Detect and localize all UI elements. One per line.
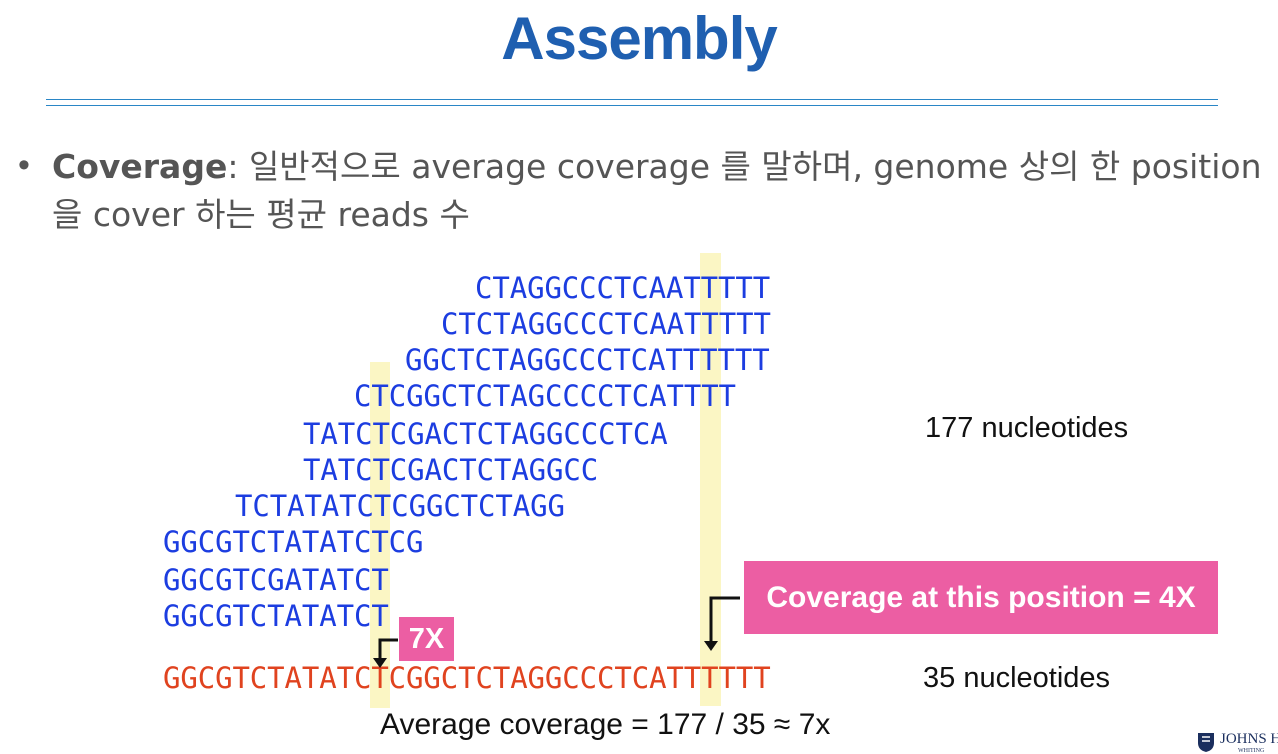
read-9: GGCGTCGATATCT [163,563,389,597]
arrow-7x-line [378,638,398,662]
bullet-paragraph: Coverage: 일반적으로 average coverage 를 말하며, … [52,143,1267,239]
read-1: CTAGGCCCTCAATTTTT [475,271,771,305]
genome-length-label: 35 nucleotides [923,662,1111,694]
highlight-column-right [700,253,721,706]
arrow-7x-head [373,658,387,668]
highlight-column-left [370,362,390,708]
bullet-text-line1: : 일반적으로 average coverage 를 말하며, genome 상… [227,147,1262,186]
average-coverage-formula: Average coverage = 177 / 35 ≈ 7x [380,708,831,741]
read-2: CTCTAGGCCCTCAATTTTT [441,307,771,341]
bullet-term: Coverage [52,147,228,186]
title-divider-bottom [46,105,1218,106]
read-4: CTCGGCTCTAGCCCCTCATTTT [354,379,736,413]
bullet-text-line2: 을 cover 하는 평균 reads 수 [52,195,470,234]
read-3: GGCTCTAGGCCCTCATTTTTT [405,343,770,377]
callout-7x: 7X [399,617,454,661]
arrow-4x-head [704,641,718,651]
callout-7x-text: 7X [408,623,445,655]
read-8: GGCGTCTATATCTCG [163,525,424,559]
page-title: Assembly [501,5,777,72]
read-5: TATCTCGACTCTAGGCCCTCA [303,417,668,451]
bullet-marker: • [18,146,30,184]
institution-logo: JOHNS H WHITING [1194,728,1278,754]
read-7: TCTATATCTCGGCTCTAGG [235,489,565,523]
reads-total-label: 177 nucleotides [925,412,1129,444]
title-divider-top [46,99,1218,100]
read-6: TATCTCGACTCTAGGCC [303,453,599,487]
callout-coverage-4x-text: Coverage at this position = 4X [766,581,1196,614]
logo-text: JOHNS H [1220,731,1278,747]
read-10: GGCGTCTATATCT [163,599,389,633]
logo-subtext: WHITING [1238,748,1265,754]
shield-icon [1198,733,1214,752]
reference-sequence: GGCGTCTATATCTCGGCTCTAGGCCCTCATTTTTT [163,661,771,695]
arrow-4x-line [709,596,740,645]
callout-coverage-4x: Coverage at this position = 4X [744,561,1218,634]
